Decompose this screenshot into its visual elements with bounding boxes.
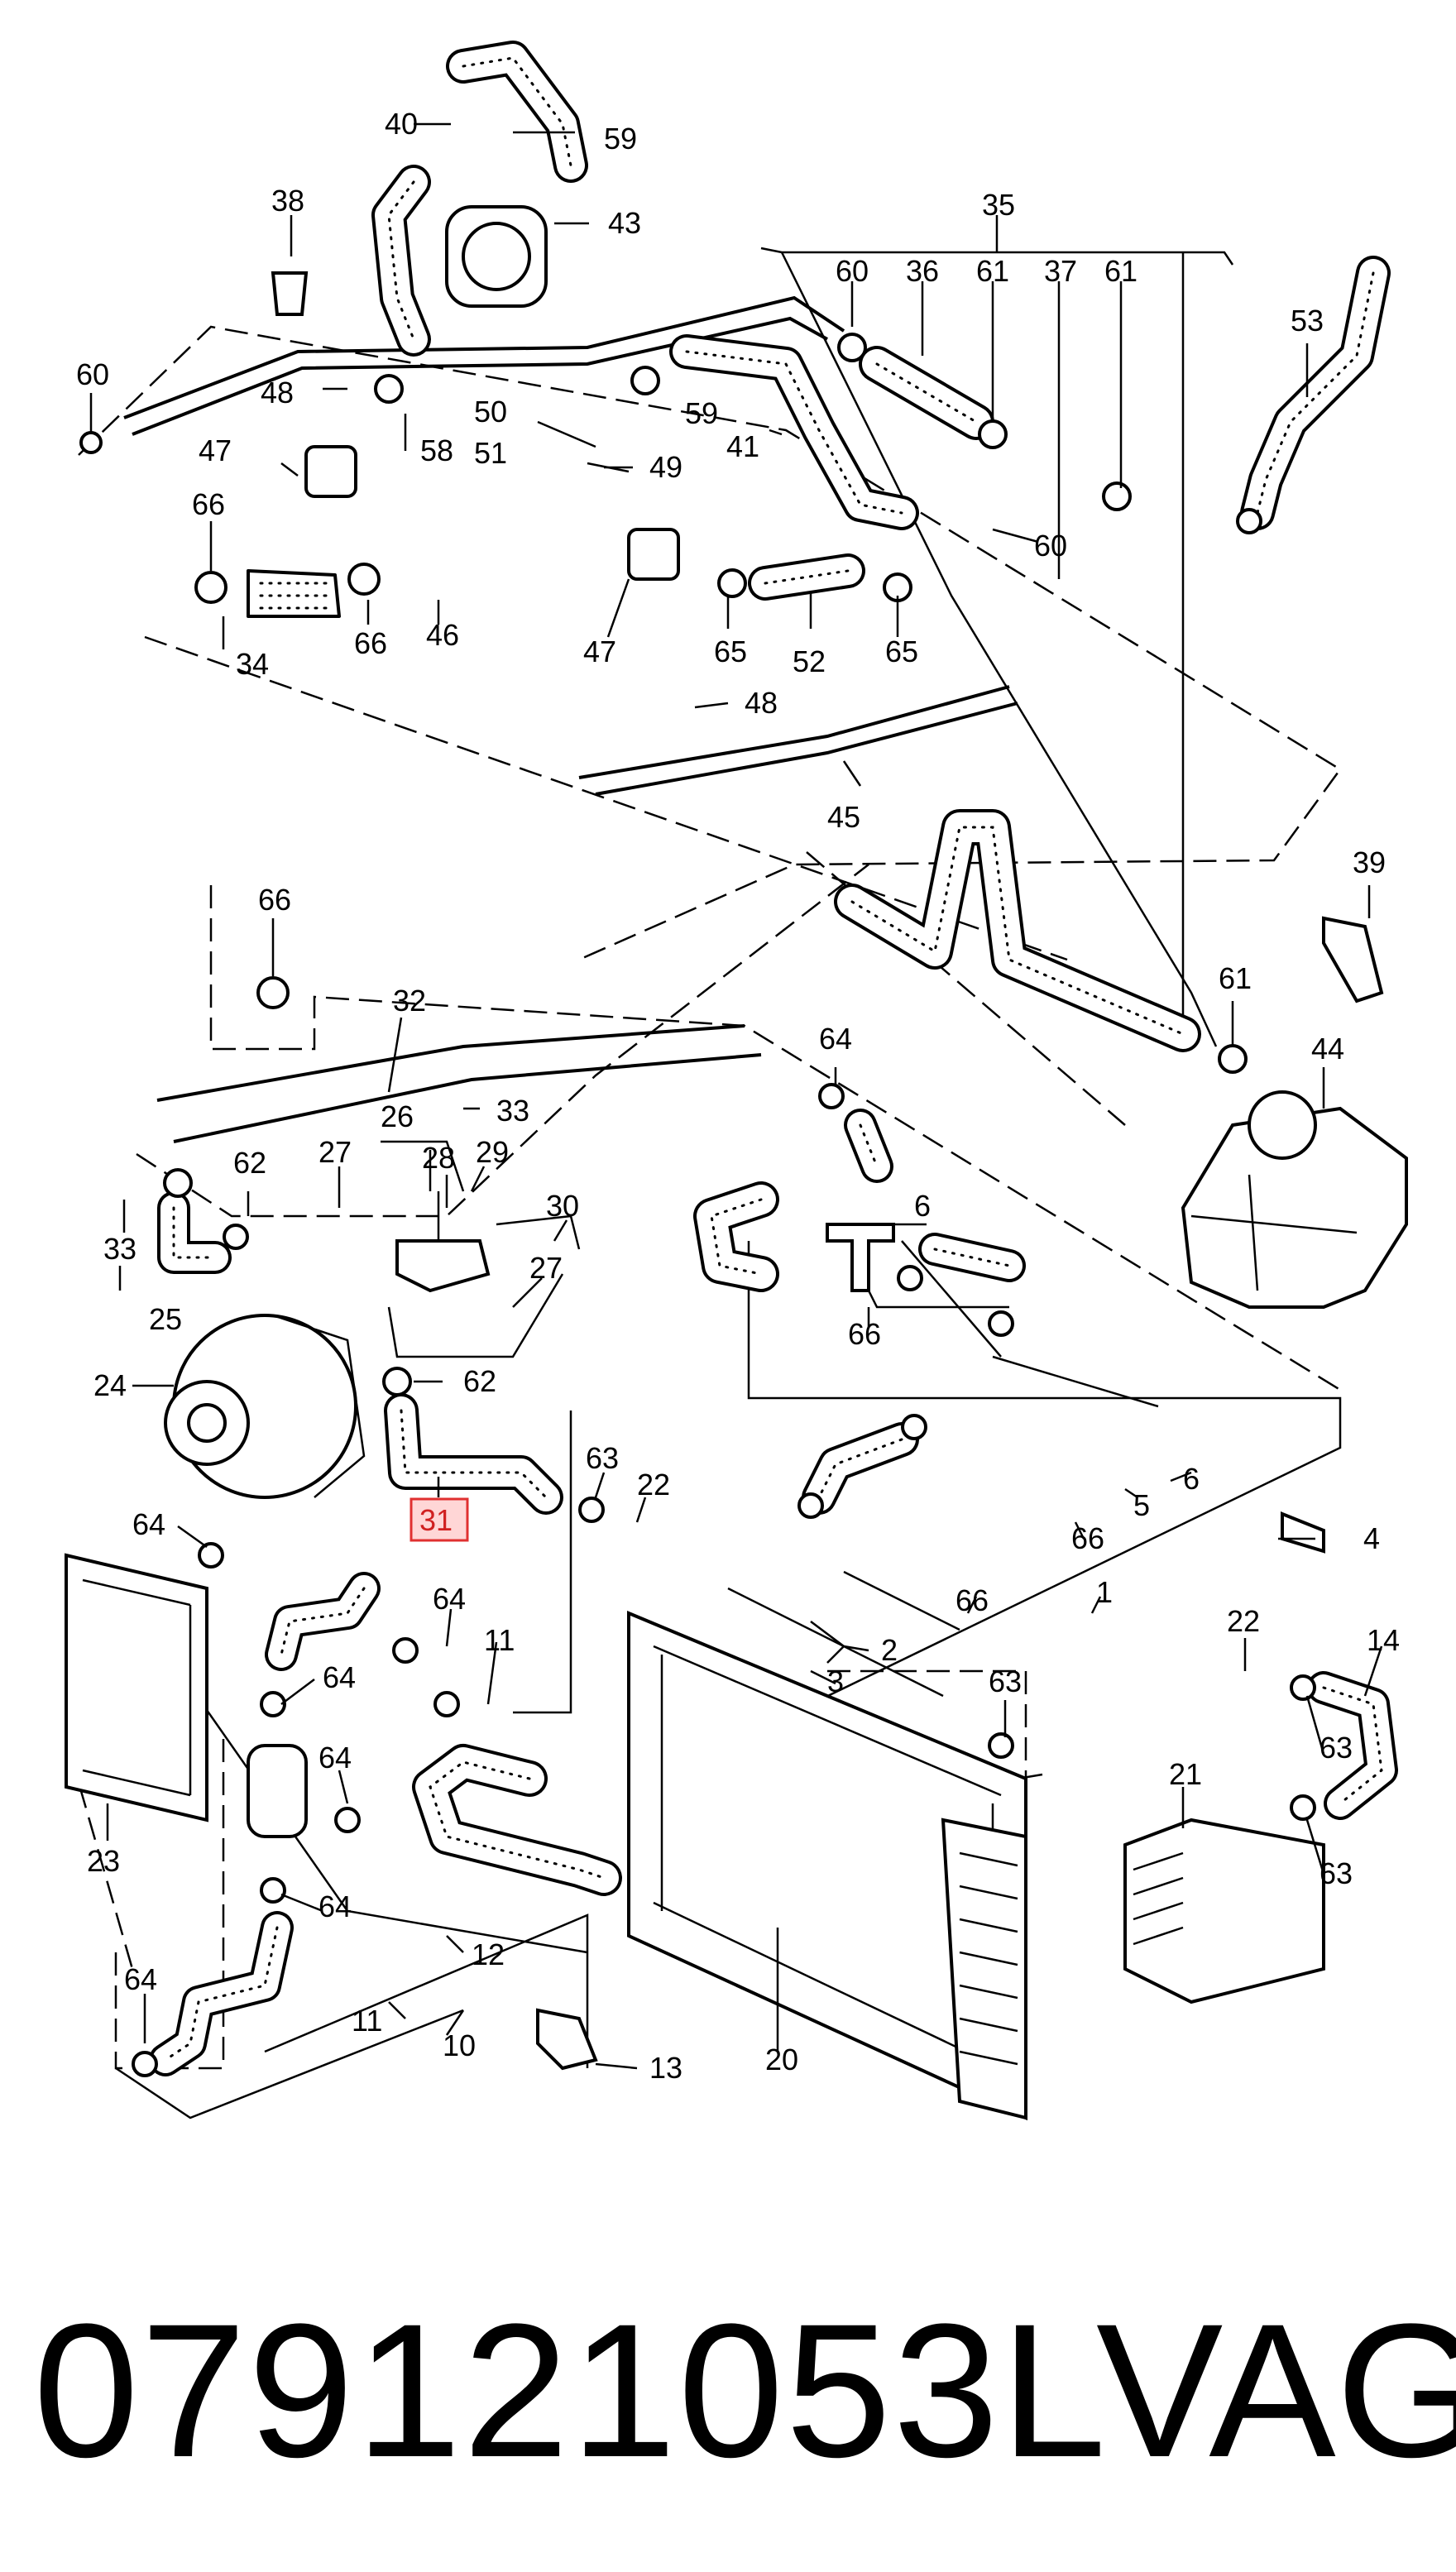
label-25: 25 xyxy=(149,1302,182,1336)
label-30: 30 xyxy=(546,1189,579,1223)
label-60: 60 xyxy=(76,357,109,391)
label-36: 36 xyxy=(906,254,939,288)
label-46: 46 xyxy=(426,618,459,652)
label-2: 2 xyxy=(881,1633,898,1667)
label-64: 64 xyxy=(132,1507,165,1541)
label-37: 37 xyxy=(1044,254,1077,288)
leader-lines xyxy=(89,122,1383,2070)
label-20: 20 xyxy=(765,2043,798,2076)
highlight-box xyxy=(410,1497,469,1542)
label-35: 35 xyxy=(982,188,1015,222)
label-65: 65 xyxy=(885,635,918,668)
coolant-system-exploded-diagram: 40 59 38 43 35 60 36 61 37 61 53 60 48 5… xyxy=(65,41,1408,2121)
label-31-highlighted: 31 xyxy=(419,1503,453,1537)
label-60: 60 xyxy=(836,254,869,288)
label-53: 53 xyxy=(1291,304,1324,338)
label-4: 4 xyxy=(1363,1521,1380,1555)
part-labels: 40 59 38 43 35 60 36 61 37 61 53 60 48 5… xyxy=(76,107,1400,2085)
label-48: 48 xyxy=(261,376,294,410)
label-43: 43 xyxy=(608,206,641,240)
label-12: 12 xyxy=(472,1937,505,1971)
label-28: 28 xyxy=(422,1141,455,1175)
label-33: 33 xyxy=(103,1232,136,1266)
label-11: 11 xyxy=(484,1623,515,1657)
label-62: 62 xyxy=(233,1146,266,1180)
label-47: 47 xyxy=(199,433,232,467)
label-60: 60 xyxy=(1034,529,1067,563)
label-22: 22 xyxy=(637,1468,670,1502)
label-41: 41 xyxy=(726,429,759,463)
label-45: 45 xyxy=(827,800,860,834)
label-24: 24 xyxy=(93,1368,127,1402)
label-66: 66 xyxy=(258,883,291,917)
label-64: 64 xyxy=(124,1962,157,1996)
label-59: 59 xyxy=(685,396,718,430)
hoses xyxy=(149,41,1398,2076)
label-21: 21 xyxy=(1169,1757,1202,1791)
label-66: 66 xyxy=(1071,1521,1104,1555)
label-64: 64 xyxy=(433,1582,466,1616)
label-66: 66 xyxy=(848,1317,881,1351)
oil-cooler xyxy=(1123,1818,1325,2004)
label-29: 29 xyxy=(476,1135,509,1169)
label-11: 11 xyxy=(352,2004,382,2038)
label-32: 32 xyxy=(393,984,426,1018)
label-44: 44 xyxy=(1311,1032,1344,1066)
label-14: 14 xyxy=(1367,1623,1400,1657)
label-66: 66 xyxy=(354,626,387,660)
label-63: 63 xyxy=(586,1441,619,1475)
label-61: 61 xyxy=(1219,961,1252,995)
label-27: 27 xyxy=(318,1135,352,1169)
label-59: 59 xyxy=(604,122,637,156)
label-40: 40 xyxy=(385,107,418,141)
label-63: 63 xyxy=(1320,1731,1353,1765)
label-61: 61 xyxy=(976,254,1009,288)
label-64: 64 xyxy=(318,1889,352,1923)
label-63: 63 xyxy=(989,1664,1022,1698)
label-34: 34 xyxy=(236,647,269,681)
label-10: 10 xyxy=(443,2028,476,2062)
label-3: 3 xyxy=(827,1664,844,1698)
label-65: 65 xyxy=(714,635,747,668)
label-13: 13 xyxy=(649,2051,682,2085)
label-51: 51 xyxy=(474,436,507,470)
label-26: 26 xyxy=(381,1099,414,1133)
label-64: 64 xyxy=(323,1660,356,1694)
label-66: 66 xyxy=(956,1583,989,1617)
label-48: 48 xyxy=(745,686,778,720)
pipes xyxy=(123,295,1018,1143)
label-49: 49 xyxy=(649,450,682,484)
label-66: 66 xyxy=(192,487,225,521)
label-6: 6 xyxy=(914,1189,931,1223)
label-23: 23 xyxy=(87,1844,120,1878)
label-63: 63 xyxy=(1320,1856,1353,1890)
label-6: 6 xyxy=(1183,1462,1200,1496)
label-39: 39 xyxy=(1353,845,1386,879)
auxiliary-radiator xyxy=(65,1553,208,1822)
label-33: 33 xyxy=(496,1094,529,1128)
label-52: 52 xyxy=(793,644,826,678)
label-64: 64 xyxy=(318,1741,352,1775)
label-61: 61 xyxy=(1104,254,1138,288)
label-50: 50 xyxy=(474,395,507,429)
label-62: 62 xyxy=(463,1364,496,1398)
label-22: 22 xyxy=(1227,1604,1260,1638)
label-5: 5 xyxy=(1133,1488,1150,1522)
label-64: 64 xyxy=(819,1022,852,1056)
label-58: 58 xyxy=(420,433,453,467)
label-47: 47 xyxy=(583,635,616,668)
brand-name: VAG xyxy=(1096,2284,1456,2497)
label-1: 1 xyxy=(1096,1575,1113,1609)
label-27: 27 xyxy=(529,1251,563,1285)
label-38: 38 xyxy=(271,184,304,218)
part-number: 079121053L xyxy=(33,2284,1109,2497)
components xyxy=(65,205,1408,2121)
